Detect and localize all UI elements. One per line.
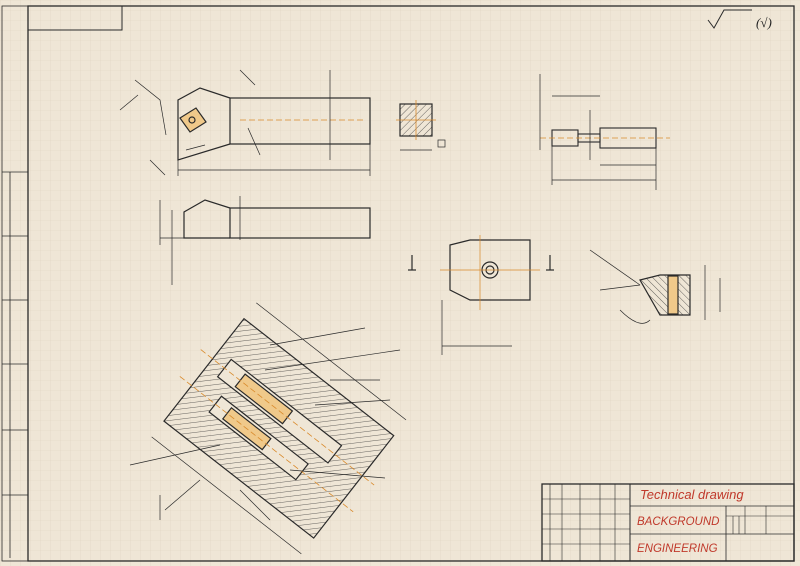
holder-side-view	[159, 196, 371, 285]
title-block	[541, 483, 795, 562]
sheet-frame	[1, 5, 795, 562]
assembly-section-view	[151, 302, 407, 555]
screw-view	[539, 74, 670, 190]
holder-top-dimensions	[119, 69, 371, 176]
roughness-label: (√)	[756, 15, 772, 30]
assembly-leader-lines	[129, 327, 401, 521]
insert-section-view	[589, 249, 721, 324]
square-section	[396, 100, 446, 151]
clamp-view	[408, 235, 554, 355]
roughness-symbol	[707, 9, 752, 29]
title-block-subtitle-background: BACKGROUND	[637, 516, 720, 528]
holder-top-view	[177, 87, 371, 161]
title-block-subtitle-engineering: ENGINEERING	[637, 543, 718, 555]
title-block-title: Technical drawing	[640, 487, 744, 502]
